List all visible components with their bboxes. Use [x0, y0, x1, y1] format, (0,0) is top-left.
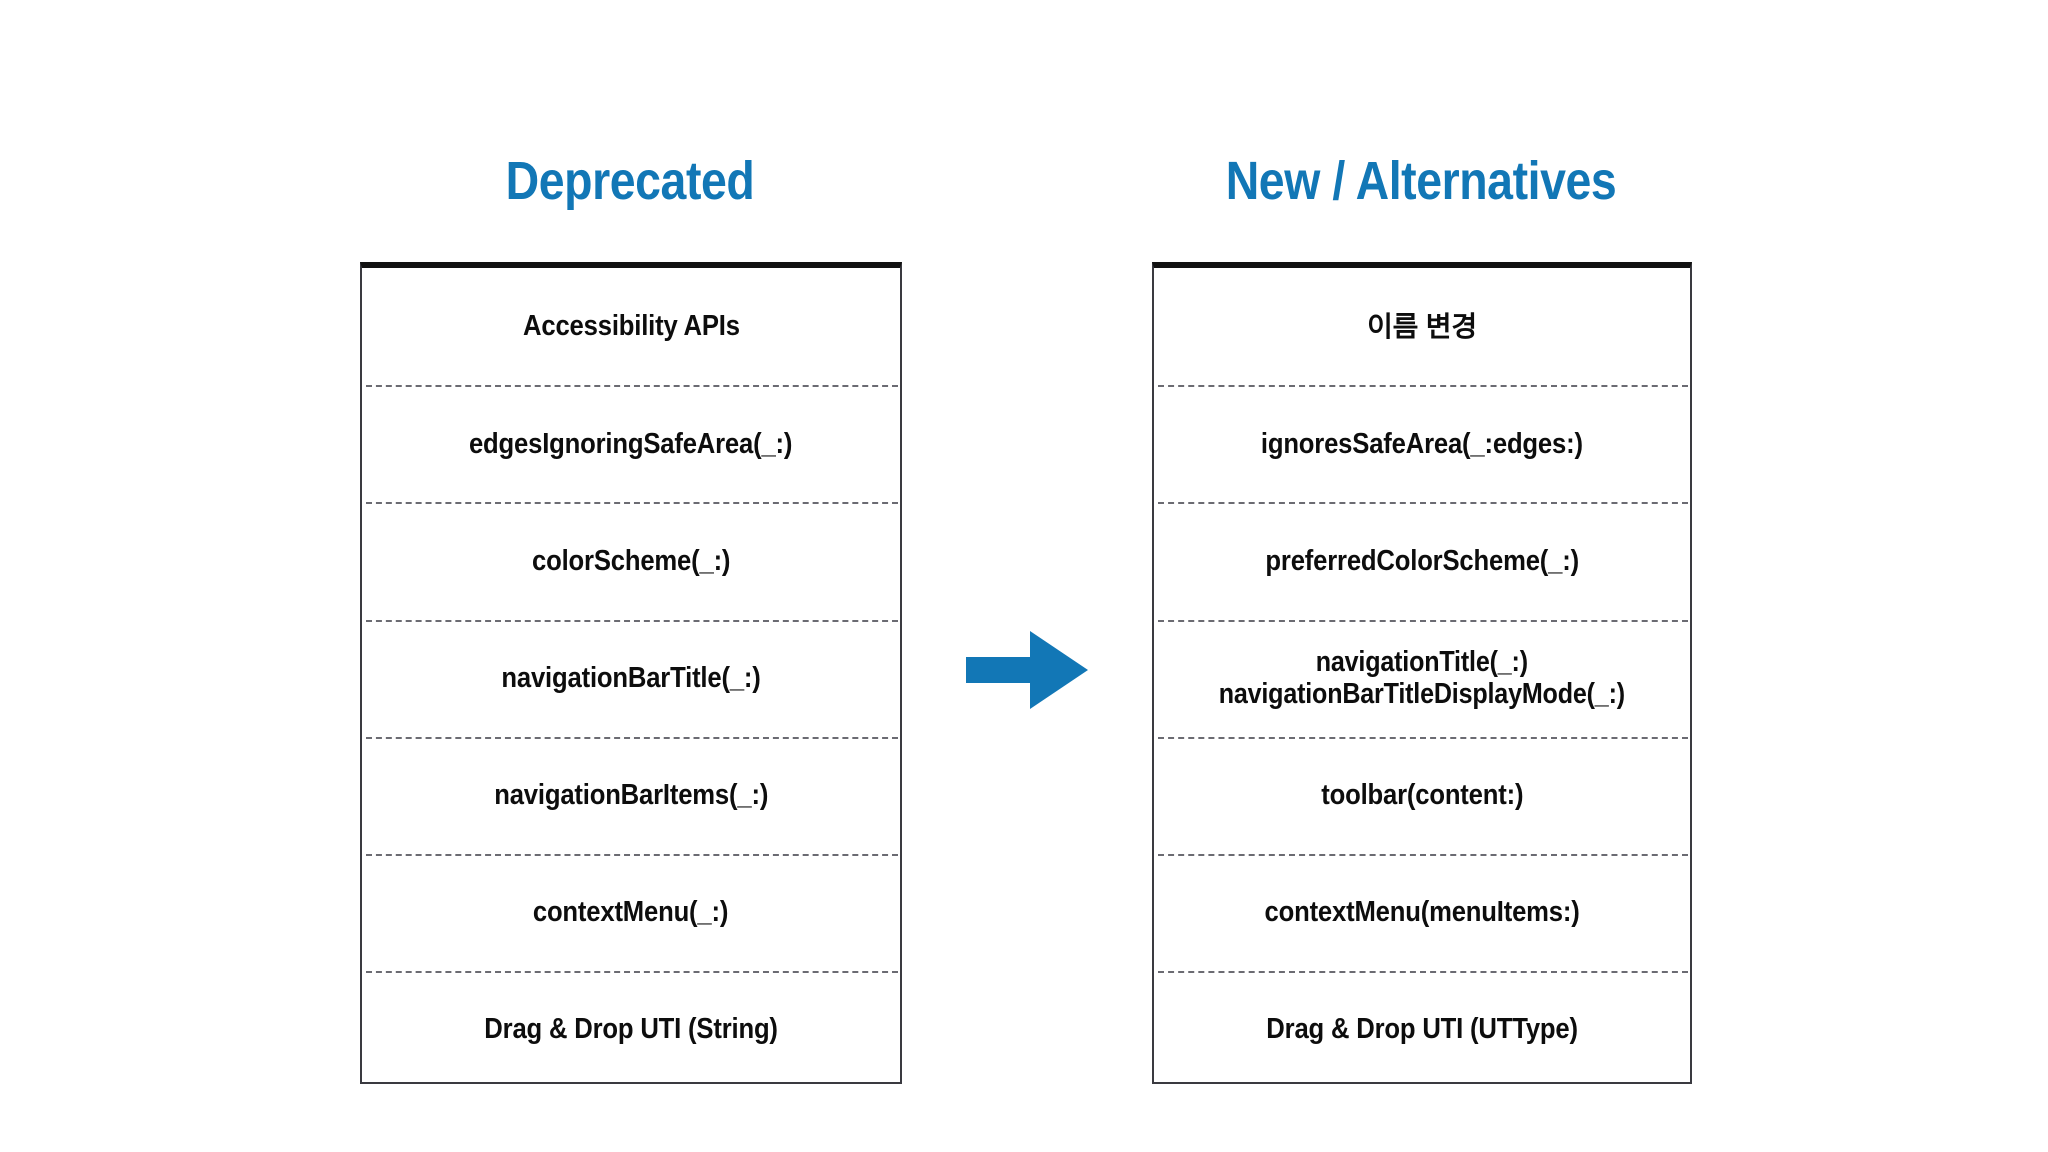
table-cell-label: navigationTitle(_:) navigationBarTitleDi… — [1218, 645, 1626, 711]
table-cell-label: preferredColorScheme(_:) — [1265, 544, 1579, 577]
table-row: Drag & Drop UTI (UTType) — [1154, 971, 1690, 1088]
page-title-new-alternatives: New / Alternatives — [1225, 151, 1617, 211]
table-row: contextMenu(_:) — [362, 853, 900, 971]
table-cell-label: Drag & Drop UTI (String) — [484, 1013, 778, 1046]
table-row: navigationBarItems(_:) — [362, 736, 900, 854]
table-row: navigationBarTitle(_:) — [362, 619, 900, 737]
table-row: navigationTitle(_:) navigationBarTitleDi… — [1154, 619, 1690, 737]
table-cell-label: Drag & Drop UTI (UTType) — [1266, 1013, 1578, 1046]
table-cell-label: colorScheme(_:) — [531, 544, 731, 577]
table-cell-label: contextMenu(_:) — [533, 896, 729, 929]
arrow-right-icon — [966, 631, 1088, 709]
page-title-deprecated: Deprecated — [505, 151, 755, 211]
table-cell-label: Accessibility APIs — [522, 310, 740, 343]
table-row: contextMenu(menuItems:) — [1154, 853, 1690, 971]
table-cell-label: ignoresSafeArea(_:edges:) — [1261, 427, 1583, 460]
table-cell-label: toolbar(content:) — [1320, 779, 1524, 812]
table-row: preferredColorScheme(_:) — [1154, 502, 1690, 619]
table-row: edgesIgnoringSafeArea(_:) — [362, 385, 900, 502]
table-cell-label: navigationBarItems(_:) — [494, 779, 768, 812]
table-row: Drag & Drop UTI (String) — [362, 971, 900, 1088]
table-cell-label: contextMenu(menuItems:) — [1264, 896, 1580, 929]
table-cell-label: navigationBarTitle(_:) — [501, 661, 761, 694]
deprecated-api-table: Accessibility APIs edgesIgnoringSafeArea… — [360, 262, 902, 1084]
table-row-header: 이름 변경 — [1154, 268, 1690, 385]
table-row: ignoresSafeArea(_:edges:) — [1154, 385, 1690, 502]
table-cell-label: edgesIgnoringSafeArea(_:) — [469, 427, 793, 460]
new-alternatives-api-table: 이름 변경 ignoresSafeArea(_:edges:) preferre… — [1152, 262, 1692, 1084]
table-cell-label: 이름 변경 — [1367, 310, 1477, 342]
table-row: toolbar(content:) — [1154, 736, 1690, 854]
table-row-header: Accessibility APIs — [362, 268, 900, 385]
table-row: colorScheme(_:) — [362, 502, 900, 619]
